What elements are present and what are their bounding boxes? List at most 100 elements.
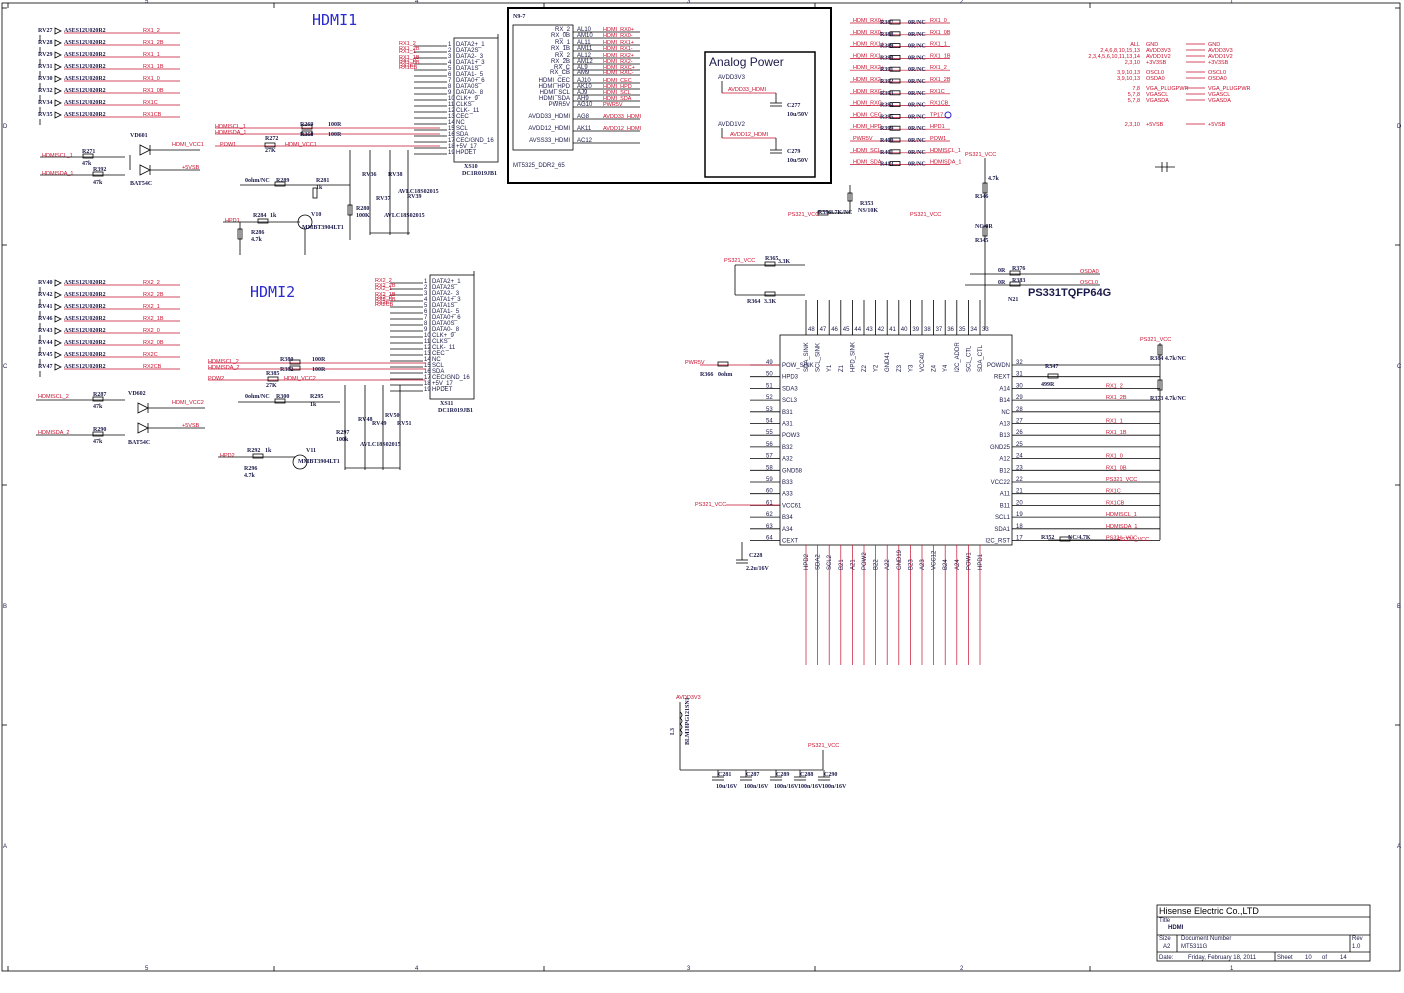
connector-pin-number: 18 — [448, 144, 455, 150]
connector-pin-label: NC — [456, 120, 465, 126]
ps331-pin-label: A14 — [999, 386, 1010, 392]
ps331-pin-label: SDA_CTL — [978, 344, 984, 372]
connector-pin-label: CLKS — [432, 339, 448, 345]
connector-pin-label: CLK-_11 — [432, 345, 456, 351]
connector-net: RX2_1 — [375, 286, 392, 292]
resistor-icon — [889, 31, 901, 37]
mt5325-ball: AJ10 — [577, 78, 591, 84]
cap-ref: C289 — [776, 772, 789, 778]
svg-text:R382: R382 — [280, 367, 293, 373]
cap-value: 100n/16V — [822, 784, 847, 790]
connector-pin-label: DATA1S — [432, 303, 454, 309]
ps331-pin-label: A22 — [885, 559, 891, 570]
power-table-name: +5VSB — [1146, 122, 1164, 128]
svg-text:R289: R289 — [276, 178, 289, 184]
svg-text:AVDD3V3: AVDD3V3 — [718, 75, 746, 81]
cap-value: 100n/16V — [774, 784, 799, 790]
svg-text:R286: R286 — [251, 230, 264, 236]
hdmi1-transistor-part: MMBT3904LT1 — [302, 225, 344, 231]
ps331-pin-label: A31 — [782, 422, 793, 428]
cap-ref: C288 — [800, 772, 813, 778]
svg-text:NC/4.7K: NC/4.7K — [1068, 535, 1091, 541]
connector-net: RX1_0B — [399, 60, 420, 66]
ps331-pin-label: GND25 — [990, 445, 1011, 451]
sheet-title: HDMI — [1168, 925, 1184, 931]
analog-power-title: Analog Power — [709, 55, 784, 69]
power-table-pins: ALL — [1130, 42, 1140, 48]
tvs-ref: RV40 — [38, 280, 52, 286]
res-array-value: 0R/NC — [908, 114, 926, 120]
svg-text:47k: 47k — [93, 404, 103, 410]
svg-text:C279: C279 — [787, 149, 800, 155]
connector-pin-number: 10 — [448, 96, 455, 102]
connector-pin-number: 4 — [448, 60, 452, 66]
ps331-pin-label: B33 — [782, 480, 793, 486]
svg-text:100R: 100R — [312, 367, 326, 373]
mt5325-ball: AM12 — [577, 59, 593, 65]
ps331-pin-label: Y2 — [874, 364, 880, 372]
ps331-pin-number: 37 — [936, 327, 943, 333]
tvs-part: ASES12U020R2 — [64, 328, 106, 334]
connector-pin-label: DATA2S — [432, 285, 454, 291]
ps331-pin-label: B22 — [874, 559, 880, 570]
connector-pin-number: 3 — [424, 291, 428, 297]
connector-net: RX2_0B — [375, 297, 396, 303]
frame-col-label: 4 — [415, 966, 419, 972]
connector-pin-label: DATA0+_6 — [432, 315, 461, 321]
ps331-pin-number: 23 — [1016, 465, 1023, 471]
mt5325-ball: AK10 — [577, 84, 592, 90]
svg-text:Date:: Date: — [1159, 955, 1174, 961]
res-array-ref: R387 — [880, 20, 893, 26]
svg-text:100R: 100R — [328, 132, 342, 138]
svg-text:10u/50V: 10u/50V — [787, 158, 809, 164]
connector-pin-number: 17 — [424, 375, 431, 381]
svg-text:HDMI_VCC2: HDMI_VCC2 — [284, 376, 316, 382]
ps331-pin-label: A23 — [920, 559, 926, 570]
res-array-net-left: HDMI_SDA — [853, 160, 882, 166]
connector-pin-number: 6 — [424, 309, 428, 315]
svg-text:AVLC18S02015: AVLC18S02015 — [360, 442, 401, 448]
svg-text:0ohm/NC: 0ohm/NC — [245, 394, 270, 400]
ps331-pin-label: GND58 — [782, 468, 803, 474]
svg-text:1.0: 1.0 — [1352, 944, 1361, 950]
svg-text:HDMI_VCC1: HDMI_VCC1 — [172, 142, 204, 148]
ps331-pin-number: 47 — [820, 327, 827, 333]
drawing-frame — [1, 2, 1401, 972]
tvs-diode-icon — [54, 99, 62, 107]
tvs-part: ASES12U020R2 — [64, 76, 106, 82]
ps331-net: PS321_VCC — [1106, 477, 1137, 483]
connector-net: RX1_1B — [399, 55, 420, 61]
svg-text:OSDA0: OSDA0 — [1080, 269, 1099, 275]
res-array-value: 0R/NC — [908, 79, 926, 85]
svg-text:R396: R396 — [818, 210, 831, 216]
ps331-pin-number: 35 — [959, 327, 966, 333]
power-table-net: AVDD1V2 — [1208, 54, 1233, 60]
ps331-pin-label: SDA1 — [994, 527, 1010, 533]
svg-text:RV36: RV36 — [362, 172, 376, 178]
tvs-ref: RV35 — [38, 112, 52, 118]
mt5325-pin-name: RX_2B — [551, 59, 570, 65]
connector-pin-number: 5 — [448, 66, 452, 72]
mt5325-pin-name: PWR5V — [549, 102, 570, 108]
res-array-value: 0R/NC — [908, 67, 926, 73]
connector-pin-number: 19 — [424, 387, 431, 393]
svg-text:PS321_VCC: PS321_VCC — [808, 743, 839, 749]
connector-body — [429, 274, 475, 400]
svg-text:PS321_VCC: PS321_VCC — [695, 502, 726, 508]
frame-col-label: 2 — [960, 0, 964, 5]
svg-text:AVLC18S02015: AVLC18S02015 — [398, 189, 439, 195]
mt5325-ball: AL11 — [577, 40, 591, 46]
svg-text:R284: R284 — [253, 213, 266, 219]
tvs-diode-icon — [54, 51, 62, 59]
svg-text:HDMISCL_1: HDMISCL_1 — [42, 153, 73, 159]
ps331-pin-label: Z2 — [862, 364, 868, 372]
power-table-name: VGASCL — [1146, 92, 1168, 98]
connector-net: RX1_0 — [399, 58, 416, 64]
connector-part: DC1R019JB1 — [438, 408, 473, 414]
ps331-pin-number: 53 — [766, 407, 773, 413]
